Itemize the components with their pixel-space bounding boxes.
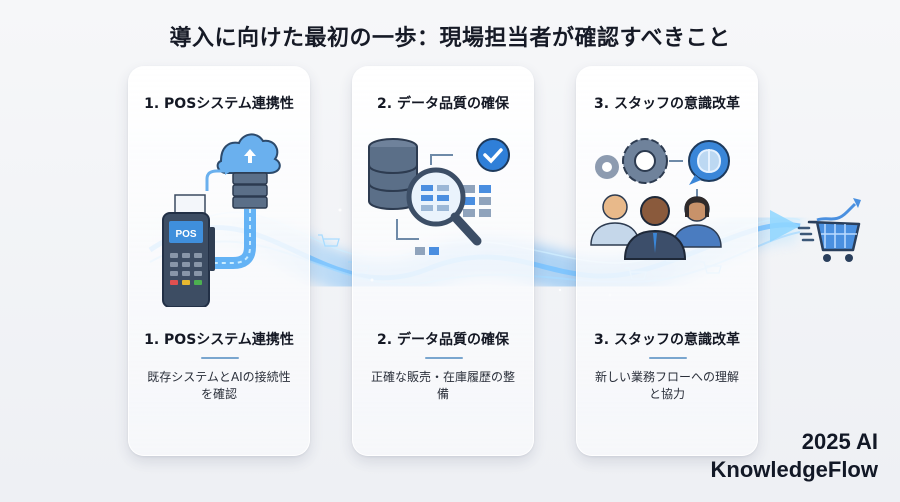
page-title: 導入に向けた最初の一歩：現場担当者が確認すべきこと xyxy=(169,26,731,51)
staff-gears-brain-icon xyxy=(590,138,730,260)
card-description: 既存システムとAIの接続性を確認 xyxy=(147,370,291,401)
card-heading-bottom: 2. データ品質の確保 xyxy=(377,332,509,348)
database-magnifier-check-icon xyxy=(368,138,510,255)
divider xyxy=(425,357,463,359)
divider xyxy=(201,357,239,359)
card-staff-mindset: 3. スタッフの意識改革 3. スタッフの意識改革 新しい業務フローへの理解と協… xyxy=(576,66,758,456)
card-heading-bottom: 1. POSシステム連携性 xyxy=(144,332,294,348)
card-description: 新しい業務フローへの理解と協力 xyxy=(594,370,739,401)
card-heading-bottom: 3. スタッフの意識改革 xyxy=(594,332,740,348)
svg-text:POS: POS xyxy=(175,229,196,240)
pos-terminal-to-cloud-server-icon: POS xyxy=(162,133,281,307)
brand-year: 2025 AI xyxy=(801,429,878,454)
brand-name: KnowledgeFlow xyxy=(710,457,878,482)
brand-mark: 2025 AI KnowledgeFlow xyxy=(711,428,878,484)
card-heading-top: 2. データ品質の確保 xyxy=(377,96,509,112)
divider xyxy=(649,357,687,359)
card-heading-top: 3. スタッフの意識改革 xyxy=(594,96,740,112)
card-data-quality: 2. データ品質の確保 2. データ品質の確保 正確な販売・在庫履歴の整備 xyxy=(352,66,534,456)
card-heading-top: 1. POSシステム連携性 xyxy=(144,96,294,112)
shopping-cart-growth-icon xyxy=(797,198,861,262)
card-pos-integration: 1. POSシステム連携性 POS 1. POSシステム連携性 既存システムとA… xyxy=(128,66,310,456)
card-description: 正確な販売・在庫履歴の整備 xyxy=(370,370,515,401)
